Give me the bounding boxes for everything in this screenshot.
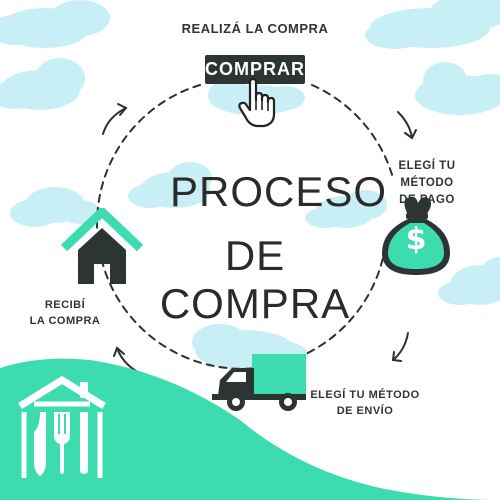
step-pay-line1: ELEGÍ TU MÉTODO <box>398 160 456 189</box>
cloud-far-right <box>438 257 500 305</box>
arrow-top-right <box>397 111 413 139</box>
cloud-right-middle <box>305 190 387 228</box>
arrow-bottom-left <box>116 347 137 372</box>
step-receive-label: RECIBÍ LA COMPRA <box>20 297 110 329</box>
cloud-left-upper <box>0 58 85 110</box>
cloud-top-right <box>365 0 500 49</box>
money-bag-icon <box>382 196 450 275</box>
arrow-top-left <box>102 107 127 135</box>
diagram-title-line2: DE COMPRA <box>159 232 351 327</box>
step-receive-line2: LA COMPRA <box>29 315 101 327</box>
dashed-circle-path-right <box>311 84 394 179</box>
delivery-truck-icon <box>212 354 306 411</box>
cloud-center-left <box>128 162 212 208</box>
hand-pointer-icon <box>238 78 276 128</box>
cloud-top-left <box>0 0 110 48</box>
cloud-right-upper <box>415 62 500 115</box>
step-ship-line2: DE ENVÍO <box>336 405 394 417</box>
step-buy-label: REALIZÁ LA COMPRA <box>181 21 329 36</box>
buy-button[interactable]: COMPRAR <box>205 55 305 84</box>
house-icon <box>60 208 144 284</box>
kitchen-utensils-house-logo <box>18 376 106 478</box>
step-ship-line1: ELEGÍ TU MÉTODO <box>310 389 420 401</box>
dashed-circle-path <box>96 84 386 370</box>
cloud-left-middle <box>10 187 100 227</box>
arrow-bottom-right <box>392 332 409 361</box>
step-receive-line1: RECIBÍ <box>44 299 86 311</box>
step-ship-label: ELEGÍ TU MÉTODO DE ENVÍO <box>310 387 420 419</box>
dollar-sign: $ <box>405 222 427 257</box>
